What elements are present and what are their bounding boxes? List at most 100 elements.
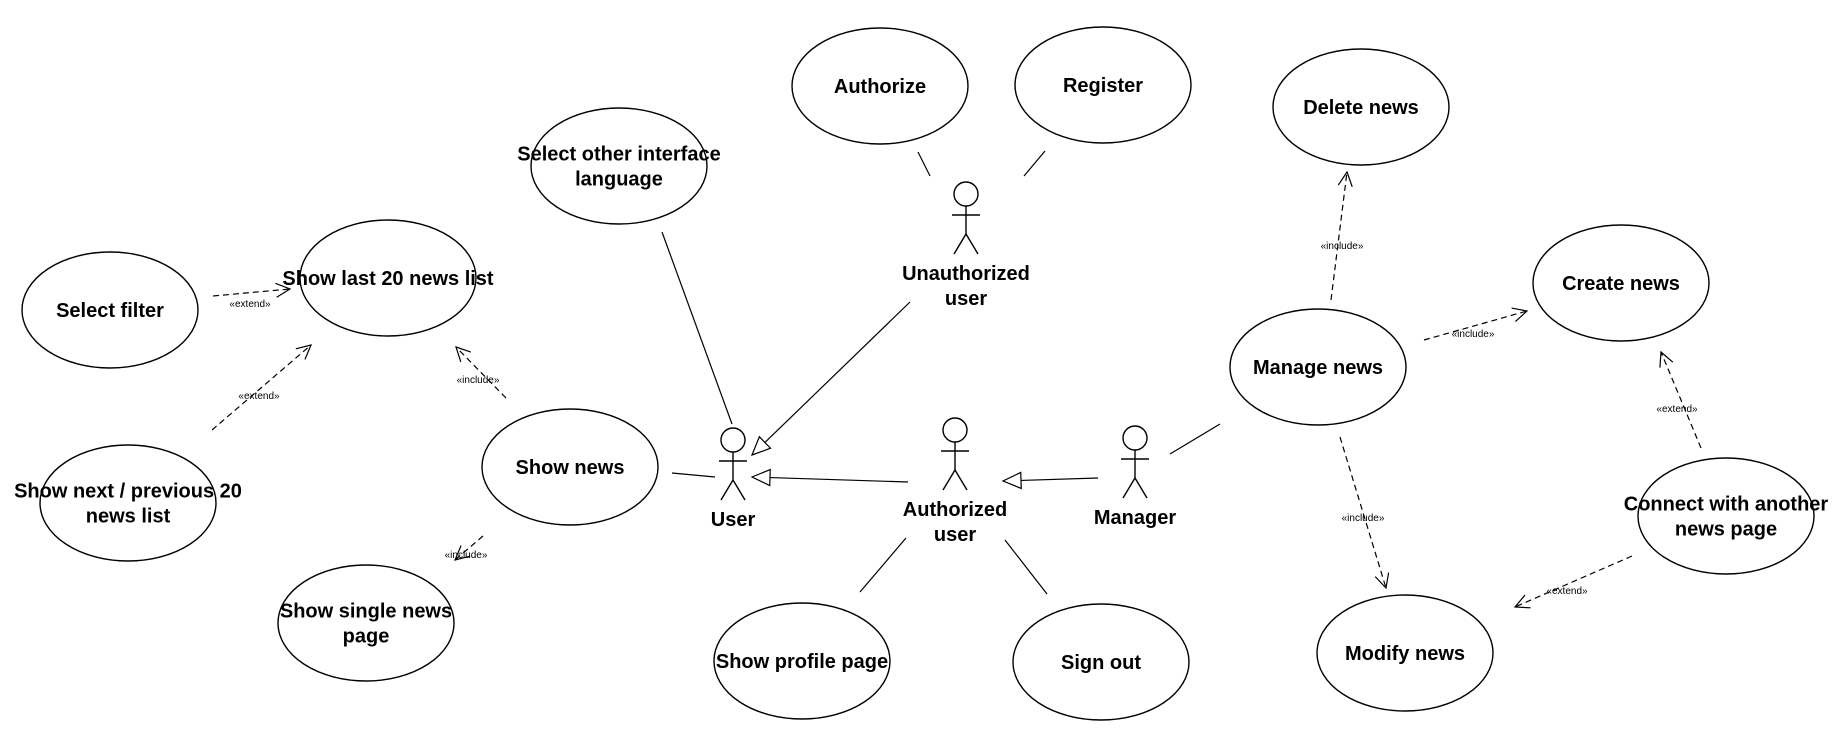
dependency-arrowhead — [1511, 307, 1529, 322]
use-case-ellipse — [1637, 457, 1815, 575]
dependency-arrowhead — [1659, 350, 1674, 368]
stereotype-extend: «extend» — [229, 299, 271, 310]
dependency-extend — [211, 344, 313, 431]
dependency-include — [453, 535, 484, 561]
dependency-extend — [212, 282, 292, 298]
use-case-ellipse — [1272, 48, 1450, 166]
stereotype-extend: «extend» — [1656, 404, 1698, 415]
use-case-label: page — [343, 626, 390, 648]
generalization-arrowhead — [750, 468, 771, 487]
dependency-line — [211, 344, 312, 431]
stereotype-extend: «extend» — [1546, 586, 1588, 597]
actor-leg — [942, 469, 956, 491]
generalization — [750, 301, 911, 457]
dependency-include — [455, 346, 507, 399]
generalization-line — [764, 301, 911, 443]
use-case-label: Show profile page — [716, 651, 888, 673]
actor-label: user — [934, 524, 976, 546]
use-case-label: Show news — [516, 457, 625, 479]
dependency-line — [1339, 436, 1387, 589]
use-case-show-single: Show single news page — [277, 564, 455, 682]
actor-head — [720, 427, 746, 453]
use-case-select-filter: Select filter — [21, 251, 199, 369]
relationships — [211, 150, 1702, 609]
use-case-create-news: Create news — [1532, 224, 1710, 342]
use-case-authorize: Authorize — [791, 27, 969, 145]
generalization-line — [1020, 477, 1099, 482]
actor-leg — [720, 479, 734, 501]
use-case-label: Show single news — [280, 601, 452, 623]
dependency-include — [1330, 170, 1353, 301]
use-case-label: Show next / previous 20 — [14, 481, 242, 503]
dependency-extend — [1513, 555, 1633, 609]
actor-head — [942, 417, 968, 443]
dependency-line — [1660, 351, 1702, 449]
actor-label: User — [711, 509, 756, 531]
use-case-show-profile: Show profile page — [713, 602, 891, 720]
actor-leg — [954, 469, 968, 491]
use-case-show-next-prev: Show next / previous 20 news list — [14, 444, 242, 562]
association-line — [1023, 150, 1046, 177]
dependency-extend — [1659, 350, 1702, 449]
actor-manager: Manager — [1094, 425, 1176, 529]
stereotype-include: «include» — [1342, 513, 1385, 524]
use-case-manage-news: Manage news — [1229, 308, 1407, 426]
use-case-ellipse — [1532, 224, 1710, 342]
stereotype-include: «include» — [1452, 329, 1495, 340]
actor-leg — [965, 233, 979, 255]
use-case-ellipse — [1014, 26, 1192, 144]
actor-label: Manager — [1094, 507, 1176, 529]
actor-leg — [732, 479, 746, 501]
generalization — [750, 468, 909, 487]
use-case-label: Select filter — [56, 300, 164, 322]
use-case-ellipse — [277, 564, 455, 682]
use-case-label: Select other interface — [517, 144, 720, 166]
use-case-ellipse — [1229, 308, 1407, 426]
dependency-arrowhead — [275, 282, 292, 298]
association-line — [859, 537, 907, 593]
use-case-ellipse — [791, 27, 969, 145]
use-case-ellipse — [530, 107, 708, 225]
actor-head — [1122, 425, 1148, 451]
generalization-line — [769, 476, 909, 483]
dependency-arrowhead — [1337, 170, 1353, 187]
actor-label: Unauthorized — [902, 263, 1030, 285]
use-case-label: Connect with another — [1624, 494, 1829, 516]
use-case-ellipse — [1012, 603, 1190, 721]
use-case-sign-out: Sign out — [1012, 603, 1190, 721]
dependency-include — [1423, 307, 1529, 341]
association-line — [917, 151, 931, 177]
use-case-label: Modify news — [1345, 643, 1465, 665]
generalization — [1001, 471, 1099, 490]
dependency-arrowhead — [455, 346, 471, 363]
dependency-arrowhead — [295, 344, 313, 360]
dependency-line — [1514, 555, 1633, 608]
use-case-label: Create news — [1562, 273, 1680, 295]
dependency-line — [212, 288, 291, 297]
use-case-label: Show last 20 news list — [282, 268, 494, 290]
dependency-line — [454, 535, 484, 561]
stereotype-labels: «extend» «extend» «include» «include» «inclu… — [229, 241, 1698, 597]
association-line — [1004, 539, 1048, 595]
use-case-show-last-20: Show last 20 news list — [282, 219, 494, 337]
stereotype-extend: «extend» — [238, 391, 280, 402]
use-case-label: news list — [86, 506, 171, 528]
use-case-ellipse — [1316, 594, 1494, 712]
actor-leg — [953, 233, 967, 255]
generalization-arrowhead — [1001, 471, 1022, 490]
generalization-arrowhead — [750, 435, 772, 457]
dependency-line — [1330, 171, 1348, 301]
use-case-label: Register — [1063, 75, 1143, 97]
dependency-arrowhead — [453, 545, 471, 561]
use-case-ellipse — [39, 444, 217, 562]
dependency-include — [1339, 436, 1390, 590]
actor-leg — [1122, 477, 1136, 499]
stereotype-include: «include» — [1321, 241, 1364, 252]
